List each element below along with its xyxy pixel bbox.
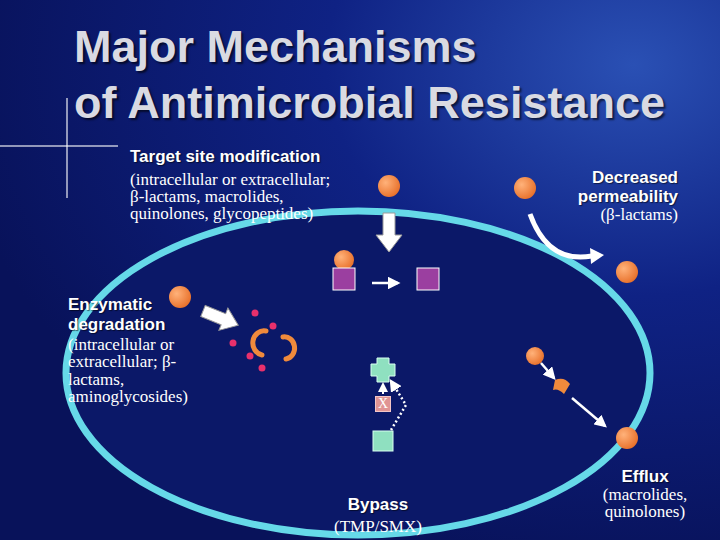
blocked-mark: X: [378, 397, 388, 411]
enzyme-dot: [247, 353, 254, 360]
substrate-shape: [371, 358, 395, 382]
mechanism-note: (intracellular or extracellular; β-lacta…: [130, 171, 340, 222]
mechanism-note: (macrolides, quinolones): [585, 486, 705, 520]
flare-line: [66, 98, 68, 198]
antibiotic-molecule: [514, 177, 536, 199]
blocked-step-box: X: [375, 396, 391, 412]
mechanism-heading: Target site modification: [130, 147, 390, 166]
mechanism-heading: Efflux: [585, 467, 705, 486]
block-arrow: [376, 213, 402, 252]
arrow: [541, 363, 554, 378]
arrow-head: [590, 248, 604, 264]
arrow: [572, 398, 605, 426]
enzyme-dot: [259, 365, 266, 372]
mechanism-note: (β-lactams): [566, 206, 678, 223]
degraded-fragment: [253, 331, 266, 355]
flare-line: [0, 145, 118, 147]
product-shape: [373, 431, 393, 451]
antibiotic-molecule: [526, 347, 544, 365]
line-spacer: [504, 19, 704, 75]
deflected-arrow: [530, 214, 592, 257]
arrow: [372, 282, 398, 285]
mechanism-heading: Bypass: [318, 495, 438, 514]
antibiotic-molecule: [616, 261, 638, 283]
efflux-pump: [553, 379, 570, 394]
enzyme-dot: [252, 310, 259, 317]
slide-title-box: Major Mechanisms of Antimicrobial Resist…: [74, 19, 704, 131]
mechanism-heading: Decreased permeability: [566, 168, 678, 206]
dotted-arrow: [382, 384, 384, 394]
modified-target-site: [417, 268, 439, 290]
antibiotic-molecule: [378, 175, 400, 197]
target-site: [333, 268, 355, 290]
mechanism-note: (TMP/SMX): [318, 518, 438, 535]
antibiotic-molecule: [616, 427, 638, 449]
antibiotic-molecule: [334, 250, 354, 270]
mechanism-note: (intracellular or extracellular; β-lacta…: [68, 336, 193, 406]
block-arrow: [199, 300, 243, 336]
bypass-arrow: [391, 381, 406, 430]
mechanism-heading: Enzymatic degradation: [68, 295, 178, 335]
enzyme-dot: [230, 340, 237, 347]
slide-title: Major Mechanisms of Antimicrobial Resist…: [74, 21, 665, 128]
antibiotic-molecule: [169, 286, 191, 308]
cell-membrane: [66, 211, 650, 535]
enzyme-dot: [270, 323, 277, 330]
degraded-fragment: [283, 337, 295, 359]
